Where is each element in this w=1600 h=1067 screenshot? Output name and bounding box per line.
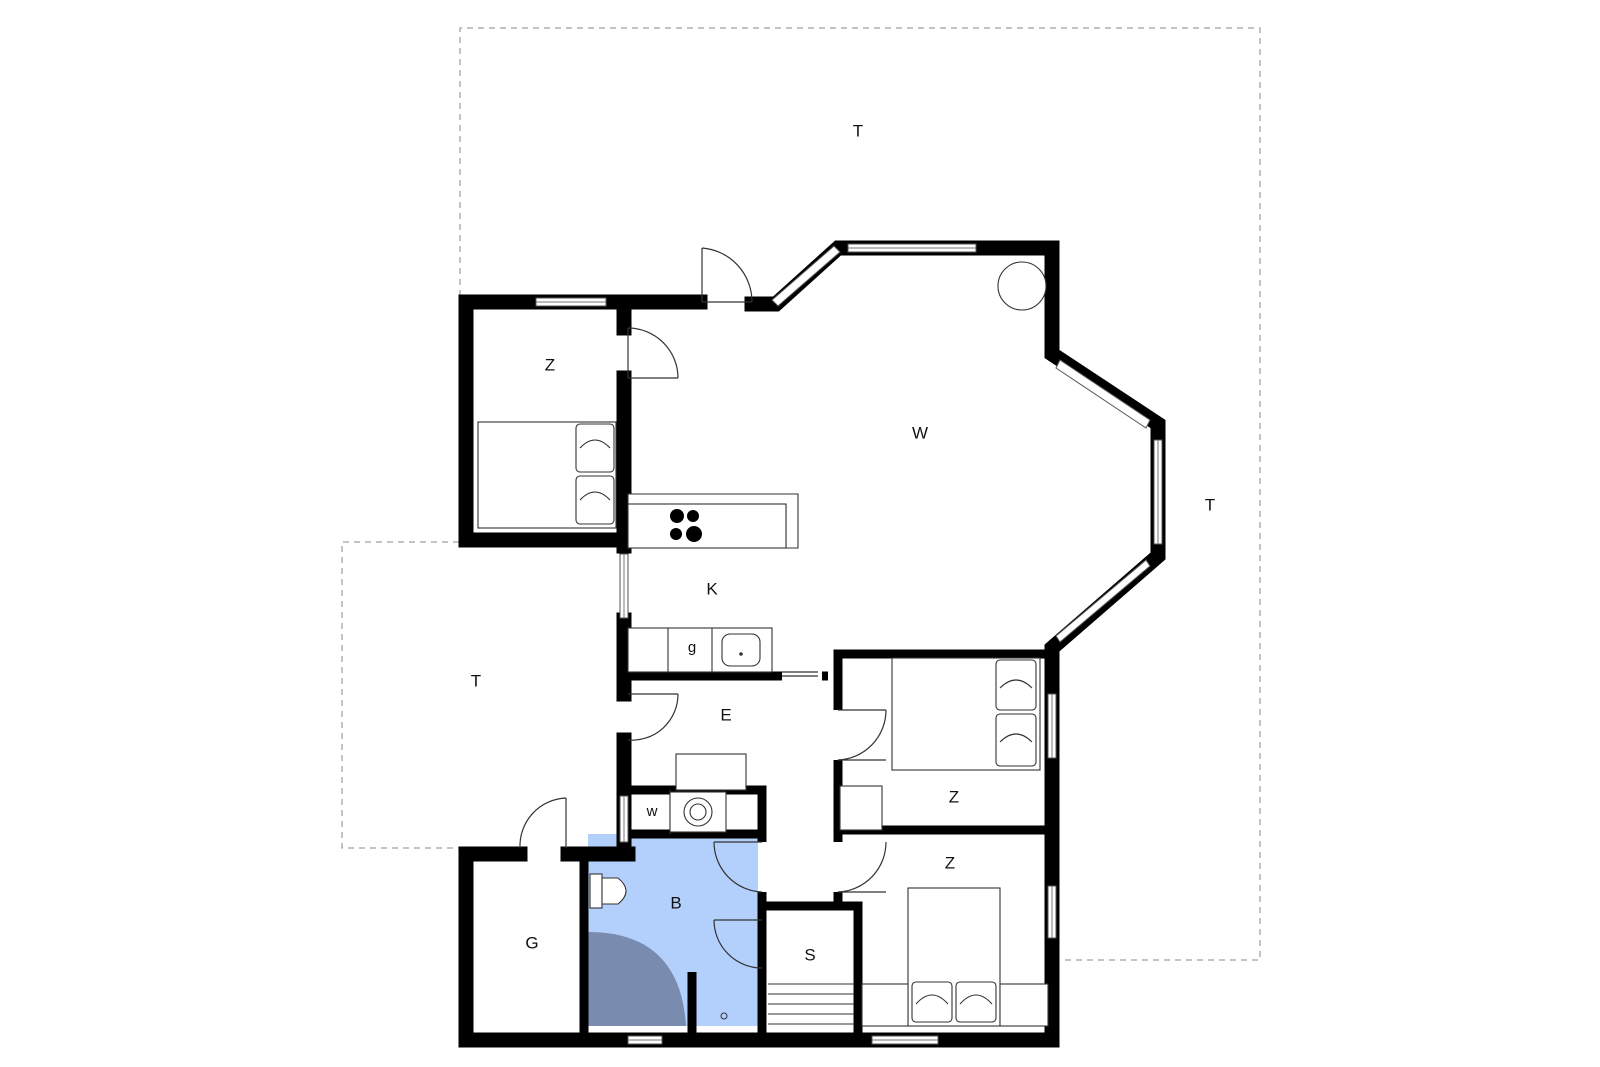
label-bathroom: B — [670, 893, 681, 912]
label-terrace-right: T — [1205, 495, 1215, 514]
label-entrance: E — [720, 705, 731, 724]
label-kitchen: K — [706, 579, 718, 598]
label-terrace-top: T — [853, 121, 863, 140]
label-living-room: W — [912, 423, 928, 442]
label-dishwasher: g — [688, 639, 696, 656]
label-bedroom-northwest: Z — [545, 355, 555, 374]
terrace-top-outline — [459, 27, 1261, 961]
room-labels: T T T W K Z E Z Z B S G g w — [471, 121, 1215, 964]
label-terrace-left: T — [471, 671, 481, 690]
shower-area — [588, 932, 686, 1026]
windows — [535, 243, 1163, 1045]
terraces — [341, 27, 1261, 961]
label-bedroom-southeast: Z — [945, 853, 955, 872]
label-bedroom-east: Z — [949, 787, 959, 806]
label-garage: G — [525, 933, 538, 952]
interior-walls — [579, 649, 1048, 1036]
label-washing-machine: w — [646, 803, 658, 820]
terrace-left-outline — [341, 541, 470, 849]
furniture — [477, 261, 1049, 1027]
label-storage: S — [804, 945, 815, 964]
doors — [519, 247, 887, 969]
